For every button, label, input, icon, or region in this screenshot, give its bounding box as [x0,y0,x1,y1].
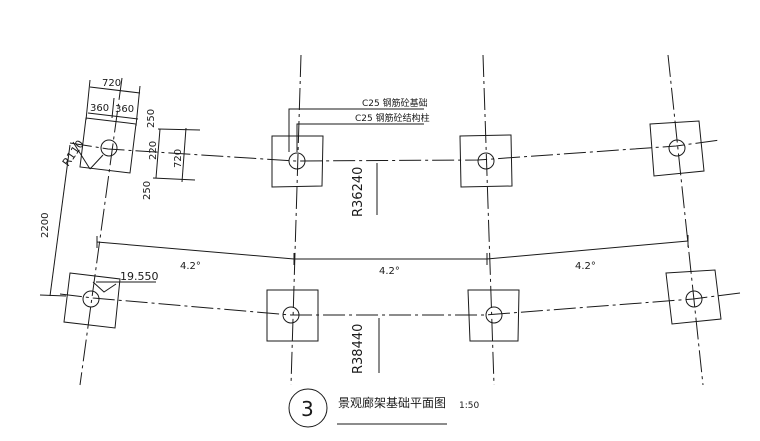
footing-outer-4 [665,269,722,325]
elevation-marker-icon [92,281,117,293]
drawing-scale: 1:50 [459,401,479,411]
radial-axes [79,54,704,386]
column-label: C25 钢筋砼结构柱 [355,112,430,124]
axis-2 [290,54,302,386]
foundation-label: C25 钢筋砼基础 [362,97,428,109]
dim-radius-small: R110 [60,138,87,169]
inner-arc-axis [69,139,721,162]
footing-outer-2 [266,289,319,342]
dim-offset-bottom: 250 [142,181,153,200]
outer-arc-axis [59,292,741,316]
row-spacing-ext-line [39,294,67,297]
footing-inner-4 [649,120,705,177]
footings-inner-row [79,117,705,188]
angle-label-3: 4.2° [575,261,596,272]
axis-1 [79,77,123,386]
dim-footing-depth: 720 [173,149,184,168]
angle-label-2: 4.2° [379,266,400,277]
angle-dimension-line [96,240,689,260]
dim-half-right: 360 [115,104,134,115]
angle-label-1: 4.2° [180,261,201,272]
drawing-title: 景观廊架基础平面图 [338,395,446,410]
outer-radius-label: R38440 [351,324,366,374]
dim-half-left: 360 [90,103,109,114]
inner-radius-label: R36240 [351,167,366,217]
angle-dim-ticks [96,235,689,265]
footing-inner-3 [459,134,513,188]
footings-outer-row [63,269,722,342]
column-leader [296,123,424,152]
dim-footing-width: 720 [102,78,121,89]
footing-outer-1 [63,272,121,329]
foundation-leader [288,108,424,152]
dim-row-spacing: 2200 [40,213,51,238]
axis-4 [667,54,704,386]
arc-axes [59,139,741,316]
footing-outer-3 [467,289,520,342]
footing-inner-2 [271,135,324,188]
detail-number: 3 [301,397,314,421]
row-spacing-dim-line [49,144,71,297]
dim-offset-top: 250 [146,109,157,128]
elevation-label: 19.550 [120,270,159,283]
footing-detail-dimensions [72,79,201,183]
dim-column-size: 220 [148,141,159,160]
detail-number-circle [288,388,328,428]
axis-3 [482,54,495,386]
footing-inner-1 [79,117,137,174]
